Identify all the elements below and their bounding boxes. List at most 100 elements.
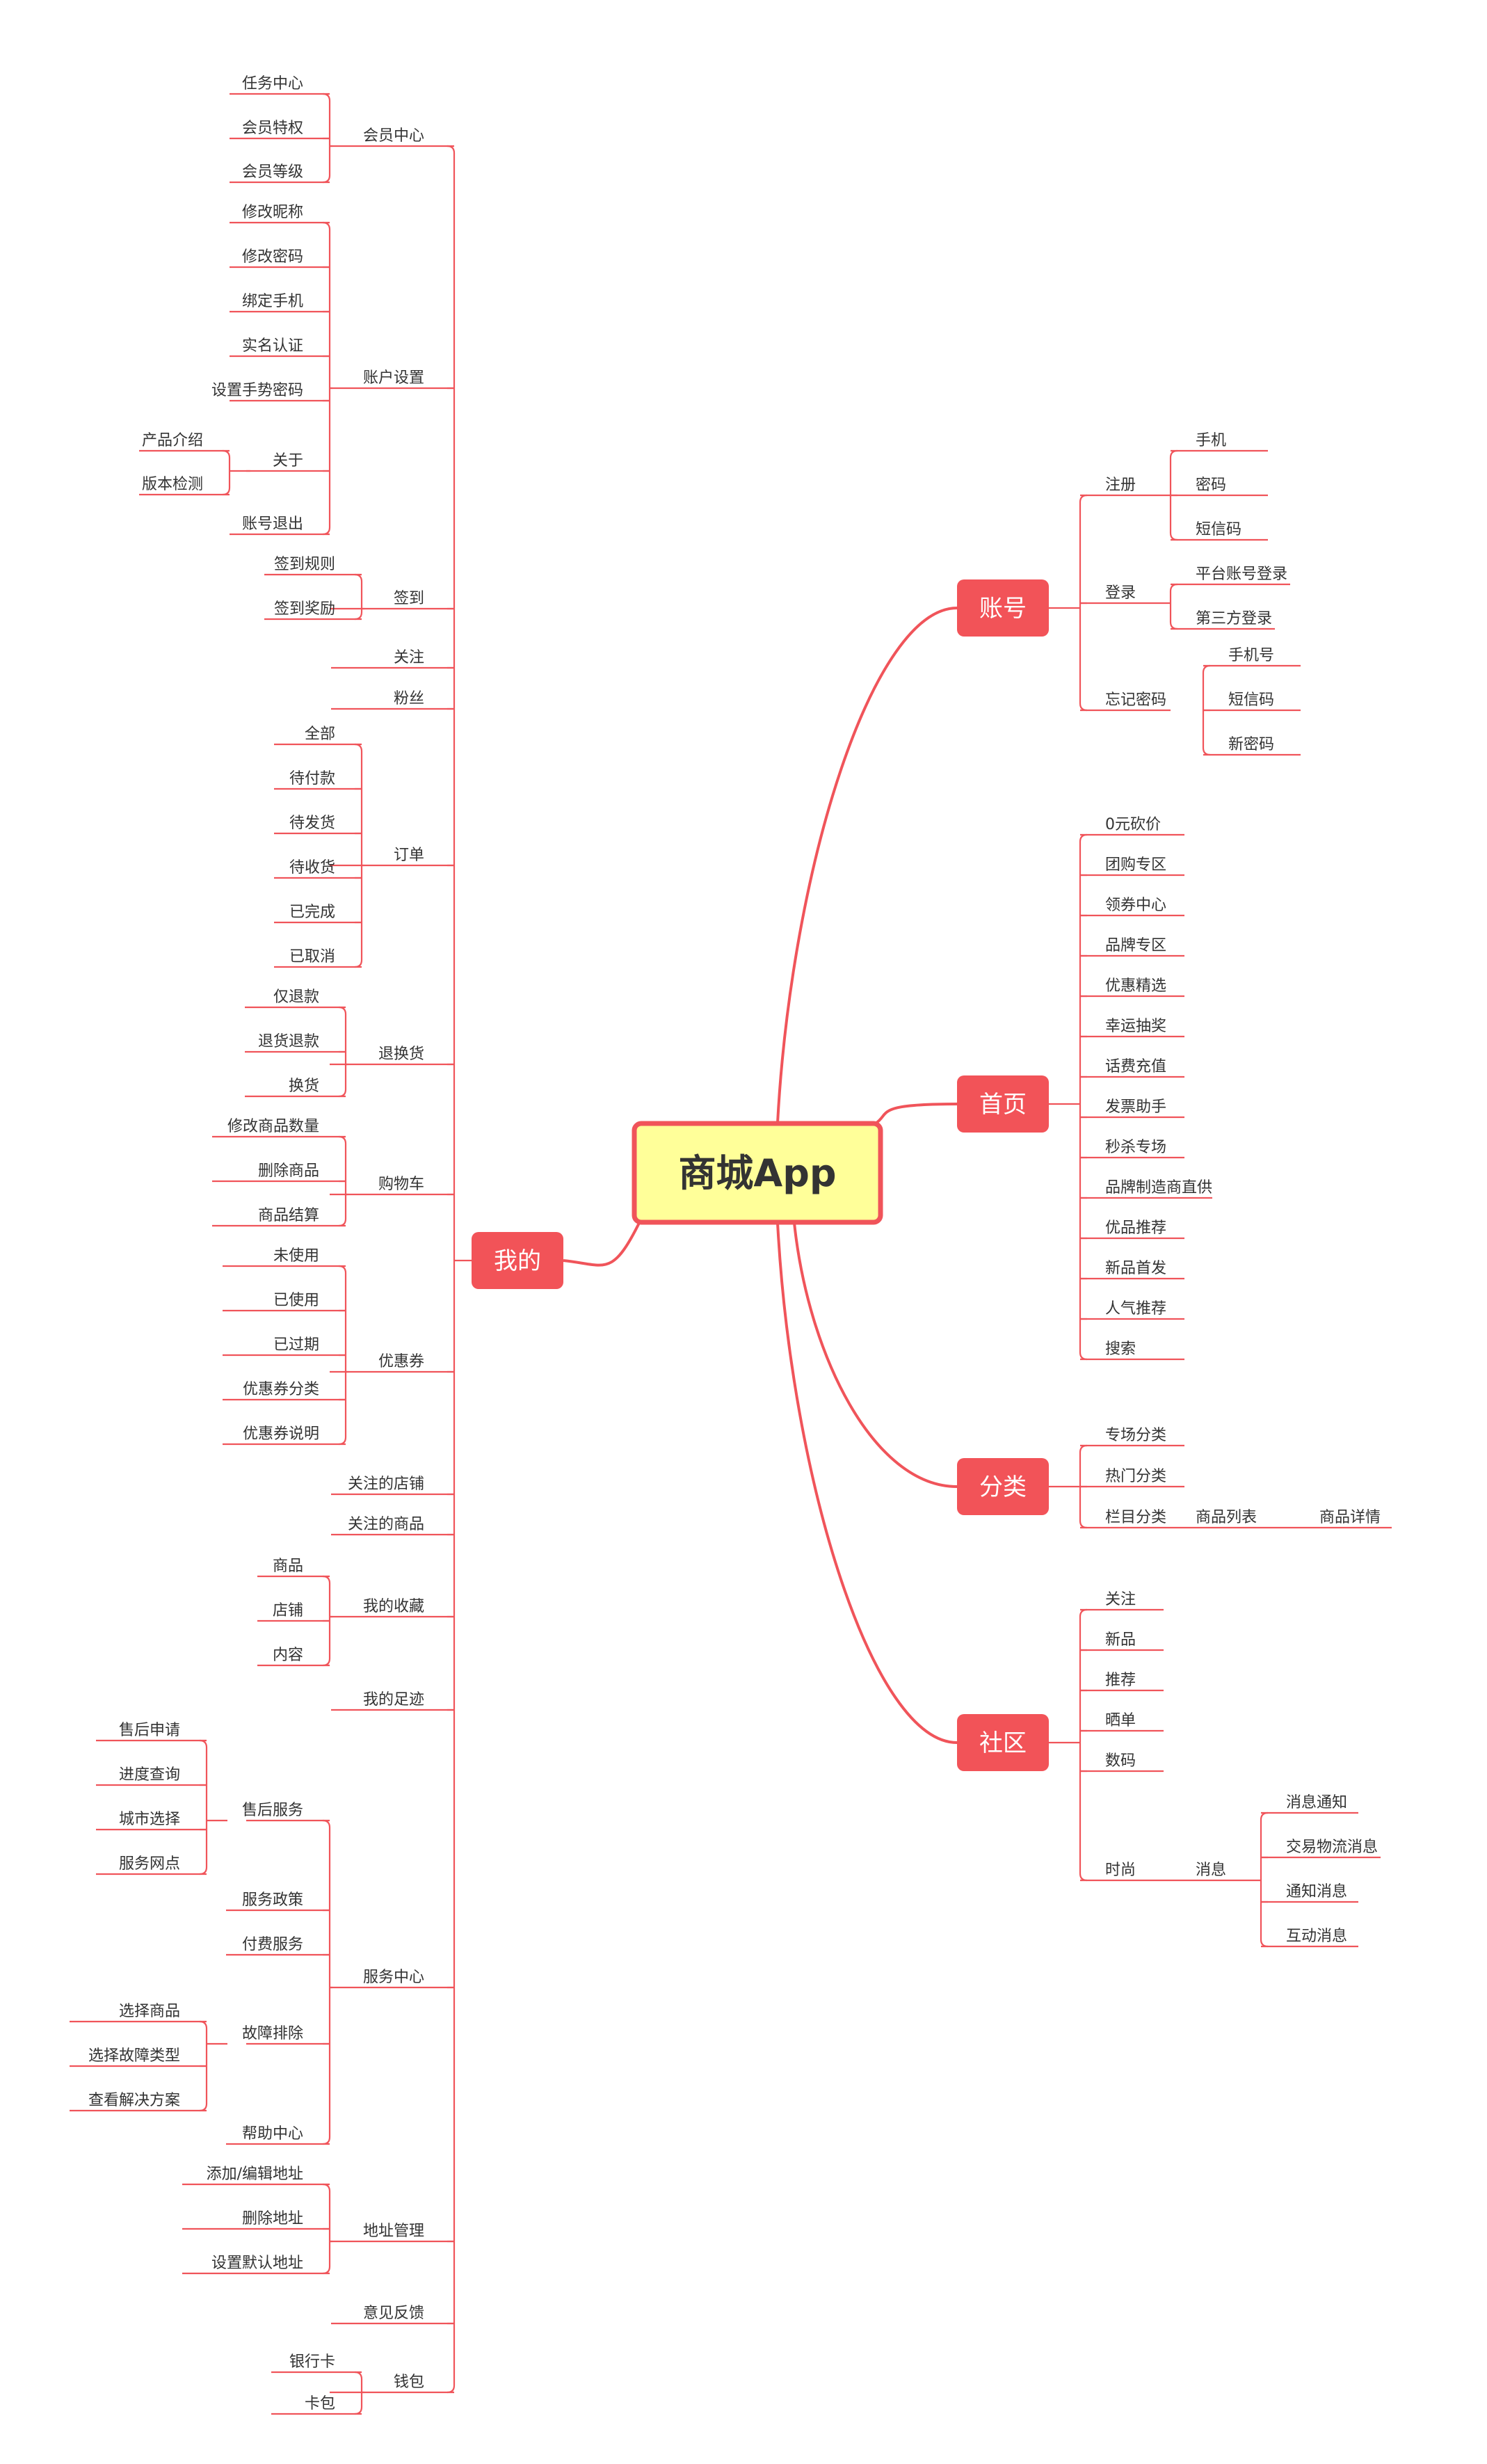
topic-label[interactable]: 栏目分类: [1105, 1509, 1166, 1526]
topic-label[interactable]: 已使用: [273, 1292, 319, 1309]
topic-label[interactable]: 付费服务: [242, 1936, 303, 1953]
topic-label[interactable]: 全部: [305, 726, 335, 743]
topic-label[interactable]: 银行卡: [289, 2353, 335, 2371]
topic-label[interactable]: 互动消息: [1286, 1928, 1347, 1945]
topic-label[interactable]: 专场分类: [1105, 1427, 1166, 1444]
topic-label[interactable]: 选择商品: [119, 2003, 180, 2020]
topic-label[interactable]: 晒单: [1105, 1712, 1136, 1729]
topic-label[interactable]: 秒杀专场: [1105, 1139, 1166, 1156]
topic-label[interactable]: 关注: [394, 649, 424, 666]
topic-label[interactable]: 查看解决方案: [88, 2092, 180, 2109]
topic-label[interactable]: 售后申请: [119, 1722, 180, 1739]
topic-label[interactable]: 密码: [1196, 477, 1226, 494]
topic-label[interactable]: 短信码: [1228, 691, 1274, 709]
topic-label[interactable]: 退换货: [378, 1046, 424, 1063]
topic-label[interactable]: 钱包: [394, 2374, 424, 2391]
topic-label[interactable]: 进度查询: [119, 1766, 180, 1784]
topic-label[interactable]: 第三方登录: [1196, 610, 1272, 627]
topic-label[interactable]: 删除商品: [258, 1162, 319, 1180]
topic-label[interactable]: 数码: [1105, 1752, 1136, 1770]
topic-label[interactable]: 绑定手机: [242, 293, 303, 310]
topic-label[interactable]: 推荐: [1105, 1672, 1136, 1689]
topic-label[interactable]: 修改昵称: [242, 204, 303, 221]
topic-label[interactable]: 平台账号登录: [1196, 566, 1287, 583]
topic-label[interactable]: 优惠券分类: [243, 1381, 319, 1398]
central-topic-box[interactable]: [632, 1121, 883, 1225]
topic-label[interactable]: 地址管理: [363, 2223, 424, 2240]
topic-label[interactable]: 签到奖励: [274, 600, 335, 618]
topic-label[interactable]: 帮助中心: [242, 2125, 303, 2143]
topic-label[interactable]: 优品推荐: [1105, 1219, 1166, 1237]
topic-label[interactable]: 团购专区: [1105, 856, 1166, 874]
topic-label[interactable]: 手机: [1196, 432, 1226, 449]
topic-label[interactable]: 任务中心: [242, 75, 303, 93]
topic-label[interactable]: 消息通知: [1286, 1794, 1347, 1811]
topic-label[interactable]: 手机号: [1228, 647, 1274, 664]
topic-label[interactable]: 关注的商品: [348, 1516, 424, 1533]
topic-label[interactable]: 添加/编辑地址: [207, 2166, 303, 2183]
main-topic-box[interactable]: [957, 1714, 1049, 1771]
topic-label[interactable]: 会员中心: [363, 127, 424, 145]
topic-label[interactable]: 忘记密码: [1105, 691, 1166, 709]
topic-label[interactable]: 优惠精选: [1105, 977, 1166, 995]
topic-label[interactable]: 会员等级: [242, 163, 303, 181]
topic-label[interactable]: 人气推荐: [1105, 1300, 1166, 1318]
topic-label[interactable]: 城市选择: [119, 1811, 180, 1828]
topic-label[interactable]: 待收货: [289, 859, 335, 877]
topic-label[interactable]: 签到规则: [274, 556, 335, 573]
topic-label[interactable]: 商品详情: [1319, 1509, 1381, 1526]
topic-label[interactable]: 设置默认地址: [211, 2255, 303, 2272]
topic-label[interactable]: 账号退出: [242, 515, 303, 533]
topic-label[interactable]: 已完成: [289, 904, 335, 921]
topic-label[interactable]: 时尚: [1105, 1862, 1136, 1879]
topic-label[interactable]: 新品首发: [1105, 1260, 1166, 1277]
topic-label[interactable]: 换货: [289, 1078, 319, 1095]
topic-label[interactable]: 关注的店铺: [348, 1475, 424, 1493]
topic-label[interactable]: 服务中心: [363, 1969, 424, 1986]
topic-label[interactable]: 商品结算: [258, 1207, 319, 1224]
topic-label[interactable]: 登录: [1105, 584, 1136, 602]
topic-label[interactable]: 商品列表: [1196, 1509, 1257, 1526]
topic-label[interactable]: 0元砍价: [1105, 816, 1161, 833]
topic-label[interactable]: 关于: [273, 452, 303, 470]
topic-label[interactable]: 搜索: [1105, 1341, 1136, 1358]
topic-label[interactable]: 我的足迹: [363, 1691, 424, 1709]
main-topic-box[interactable]: [957, 1458, 1049, 1515]
topic-label[interactable]: 待付款: [289, 770, 335, 787]
topic-label[interactable]: 设置手势密码: [211, 382, 303, 399]
topic-label[interactable]: 会员特权: [242, 120, 303, 137]
topic-label[interactable]: 关注: [1105, 1591, 1136, 1608]
topic-label[interactable]: 实名认证: [242, 337, 303, 355]
main-topic-box[interactable]: [957, 579, 1049, 637]
topic-label[interactable]: 店铺: [273, 1602, 303, 1619]
topic-label[interactable]: 未使用: [273, 1247, 319, 1265]
topic-label[interactable]: 选择故障类型: [88, 2047, 180, 2065]
topic-label[interactable]: 话费充值: [1105, 1058, 1166, 1075]
topic-label[interactable]: 内容: [273, 1647, 303, 1664]
topic-label[interactable]: 商品: [273, 1558, 303, 1575]
topic-label[interactable]: 产品介绍: [142, 432, 203, 449]
topic-label[interactable]: 交易物流消息: [1286, 1839, 1378, 1856]
topic-label[interactable]: 服务政策: [242, 1891, 303, 1909]
topic-label[interactable]: 粉丝: [394, 690, 424, 707]
topic-label[interactable]: 注册: [1105, 477, 1136, 494]
topic-label[interactable]: 待发货: [289, 815, 335, 832]
topic-label[interactable]: 优惠券说明: [243, 1425, 319, 1443]
topic-label[interactable]: 已过期: [273, 1336, 319, 1354]
topic-label[interactable]: 账户设置: [363, 369, 424, 387]
topic-label[interactable]: 通知消息: [1286, 1883, 1347, 1901]
topic-label[interactable]: 版本检测: [142, 476, 203, 493]
topic-label[interactable]: 仅退款: [273, 989, 319, 1006]
topic-label[interactable]: 已取消: [289, 948, 335, 966]
topic-label[interactable]: 故障排除: [242, 2025, 303, 2042]
topic-label[interactable]: 我的收藏: [363, 1598, 424, 1615]
topic-label[interactable]: 领券中心: [1105, 897, 1166, 914]
topic-label[interactable]: 删除地址: [242, 2210, 303, 2227]
topic-label[interactable]: 发票助手: [1105, 1098, 1166, 1116]
topic-label[interactable]: 新密码: [1228, 736, 1274, 753]
main-topic-box[interactable]: [472, 1232, 563, 1289]
topic-label[interactable]: 优惠券: [378, 1353, 424, 1370]
topic-label[interactable]: 热门分类: [1105, 1468, 1166, 1485]
topic-label[interactable]: 售后服务: [242, 1802, 303, 1819]
topic-label[interactable]: 服务网点: [119, 1855, 180, 1873]
